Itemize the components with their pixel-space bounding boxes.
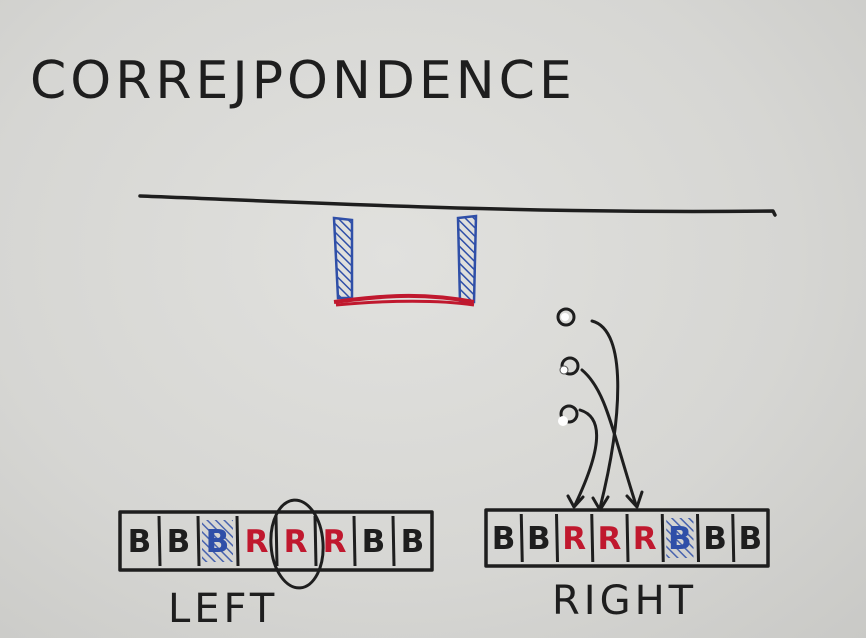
left-cell-divider: [391, 515, 396, 567]
left-cell-label: B: [362, 524, 386, 560]
left-cell-label: R: [245, 524, 269, 560]
left-caption: LEFT: [168, 586, 278, 632]
circled-cell-marker: [269, 498, 325, 590]
right-cell-divider: [731, 513, 736, 563]
point-dot-3: [558, 416, 568, 426]
correspondence-arrows: [556, 307, 644, 512]
right-cell-divider: [519, 513, 524, 563]
arrowhead-2: [625, 490, 644, 509]
left-cell-label: B: [206, 524, 230, 560]
left-cell-label: R: [284, 524, 308, 560]
red-base-line: [333, 293, 475, 304]
object-box: [332, 214, 478, 307]
left-cell-label: B: [401, 524, 425, 560]
right-cell-divider: [555, 513, 559, 563]
right-cell-hatch: [666, 518, 694, 558]
right-caption: RIGHT: [552, 578, 697, 624]
right-cell-label: R: [562, 521, 586, 557]
left-cell-divider: [235, 515, 240, 567]
right-cell-divider: [590, 513, 595, 563]
right-cell-divider: [625, 513, 630, 563]
right-cell-label: R: [597, 521, 621, 557]
right-wall-hatched: [456, 214, 478, 304]
arrow-path-2: [580, 368, 638, 507]
right-strip-frame: [484, 508, 770, 568]
left-cell-label: B: [128, 524, 152, 560]
point-dot-2: [559, 365, 569, 375]
left-cell-label: R: [323, 524, 347, 560]
point-circle-3: [559, 404, 579, 424]
right-cell-label: B: [492, 521, 516, 557]
surface-line: [138, 194, 777, 217]
left-cell-divider: [157, 515, 162, 567]
right-cell-label: B: [668, 521, 692, 557]
arrow-path-1: [590, 319, 620, 510]
right-cell-label: B: [527, 521, 551, 557]
right-cell-label: R: [633, 521, 657, 557]
right-cell-divider: [696, 513, 700, 563]
right-cell-label: B: [703, 521, 727, 557]
left-cell-divider: [196, 515, 201, 567]
left-cell-divider: [352, 515, 357, 567]
left-cell-divider: [313, 515, 318, 567]
point-dot-1: [561, 313, 569, 321]
left-wall-hatched: [332, 216, 354, 300]
right-cell-label: B: [739, 521, 763, 557]
point-circle-1: [556, 307, 576, 327]
left-cell-label: B: [167, 524, 191, 560]
arrowhead-3: [566, 494, 585, 509]
arrow-path-3: [573, 408, 598, 507]
left-cell-divider: [274, 515, 279, 567]
left-cell-hatch: [202, 520, 233, 562]
page-title: CORREJPONDENCE: [30, 51, 576, 111]
right-cell-divider: [660, 513, 665, 563]
red-base-line-2: [335, 299, 475, 307]
